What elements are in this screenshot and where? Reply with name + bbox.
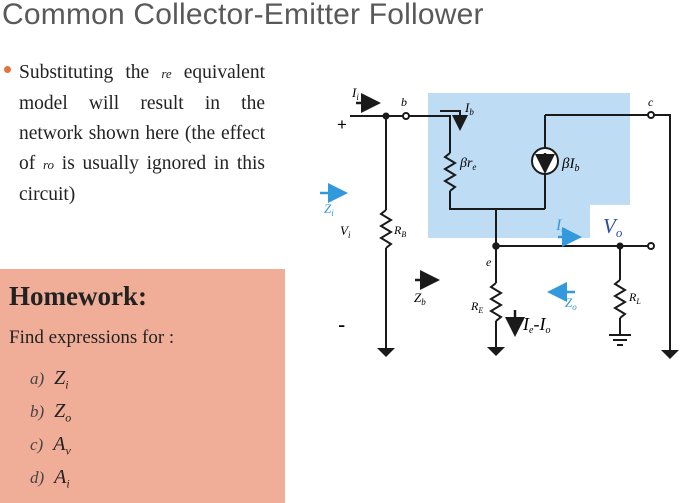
- item-label: b): [30, 402, 45, 421]
- label-vi: Vi: [340, 223, 351, 240]
- collector-wire: [654, 114, 671, 350]
- bullet-text-part3: is usually ignored in this circuit): [19, 153, 265, 205]
- label-rb: RB: [393, 223, 406, 239]
- label-vo: Vo: [603, 214, 623, 240]
- bullet-text: Substituting the re equivalent model wil…: [19, 58, 265, 210]
- homework-item: a) Zi: [30, 367, 69, 392]
- label-zi: Zi: [324, 201, 334, 218]
- label-beta-ib: βIb: [561, 156, 579, 174]
- rl-resistor: [613, 279, 627, 319]
- homework-box: Homework: Find expressions for : a) Zi b)…: [0, 269, 285, 503]
- re-symbol: re: [161, 66, 172, 81]
- bullet-text-part1: Substituting the: [19, 62, 162, 83]
- item-label: d): [30, 468, 45, 487]
- plus-sign: +: [337, 115, 347, 134]
- label-rl: RL: [628, 290, 641, 306]
- homework-item: d) Ai: [30, 466, 70, 491]
- slide-title: Common Collector-Emitter Follower: [2, 0, 484, 31]
- item-sub: i: [66, 476, 70, 491]
- ro-symbol: ro: [42, 157, 55, 172]
- item-var: Z: [54, 367, 66, 389]
- transistor-model-region: [428, 93, 630, 238]
- node-b: b: [401, 95, 407, 109]
- item-sub: v: [65, 443, 71, 458]
- ground-icon: [609, 334, 631, 346]
- label-ib: Ib: [464, 100, 474, 117]
- re-resistor: [489, 282, 503, 322]
- label-io: Io: [555, 217, 566, 236]
- item-sub: o: [65, 410, 72, 425]
- node-c: c: [648, 95, 654, 109]
- homework-item: b) Zo: [30, 400, 71, 425]
- input-node-wire: [409, 115, 451, 153]
- homework-subtitle: Find expressions for :: [9, 327, 175, 348]
- ground-icon: [661, 350, 679, 359]
- label-ie-io: Ie-Io: [522, 314, 550, 336]
- beta-re-resistor: [443, 152, 457, 192]
- item-sub: i: [65, 377, 69, 392]
- homework-title: Homework:: [9, 281, 147, 311]
- item-label: c): [30, 435, 44, 454]
- label-zo: Zo: [565, 295, 577, 312]
- rb-resistor: [379, 209, 393, 249]
- item-label: a): [30, 369, 45, 388]
- ground-icon: [487, 347, 505, 356]
- homework-item: c) Av: [30, 433, 71, 458]
- label-zb: Zb: [414, 290, 426, 307]
- bullet-text-part2: equivalent model will result in the netw…: [19, 62, 265, 174]
- item-var: A: [53, 433, 66, 455]
- bullet-icon: [4, 66, 11, 73]
- label-re: RE: [470, 299, 483, 315]
- label-ii: Ii: [351, 85, 359, 102]
- item-var: Z: [54, 400, 66, 422]
- minus-sign: -: [338, 312, 345, 337]
- label-beta-re: βre: [459, 156, 476, 172]
- ground-icon: [377, 348, 395, 357]
- circuit-diagram: Ii b c e Ib + - βre βIb Zi Vi RB Io Vo Z…: [320, 85, 679, 359]
- node-e: e: [486, 255, 492, 269]
- item-var: A: [54, 466, 67, 488]
